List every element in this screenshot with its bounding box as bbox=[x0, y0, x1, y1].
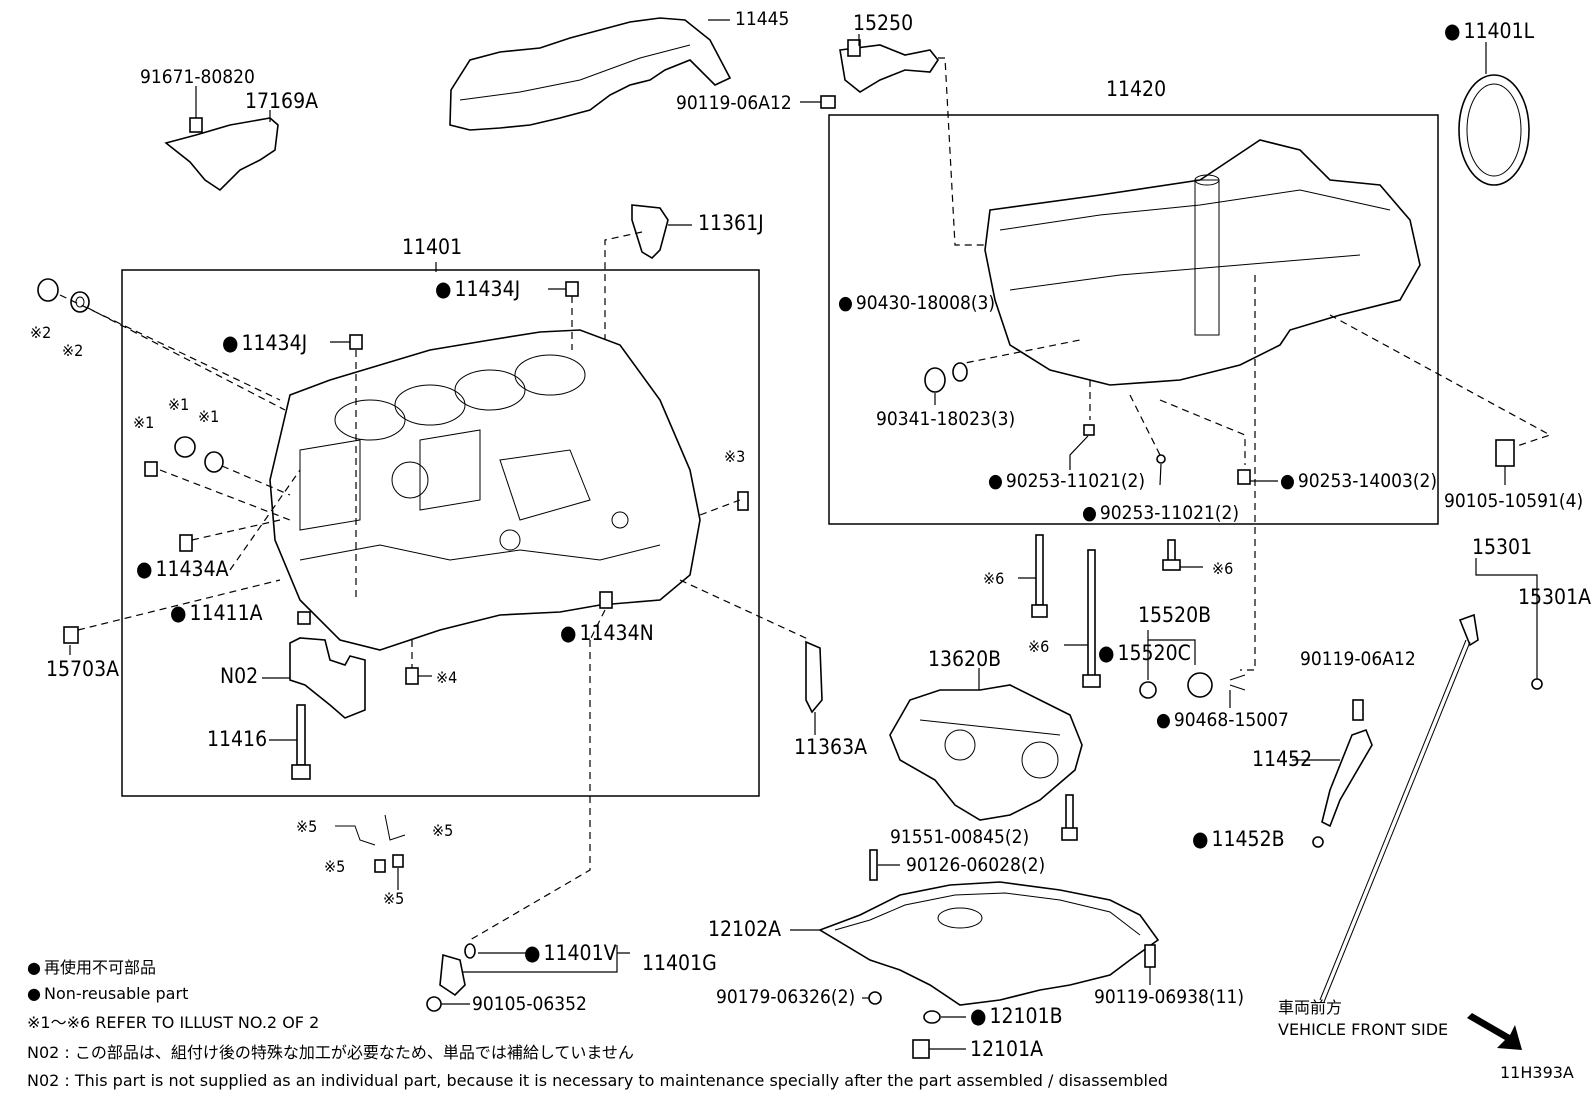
legend-jp: 再使用不可部品 bbox=[27, 958, 156, 978]
label-12101A: 12101A bbox=[970, 1037, 1044, 1061]
label-90253-14003: 90253-14003(2) bbox=[1280, 470, 1437, 492]
front-arrow-icon bbox=[1467, 1013, 1522, 1050]
label-ref-1b: ※1 bbox=[168, 395, 190, 414]
label-11401V: 11401V bbox=[524, 942, 617, 964]
label-ref-3: ※3 bbox=[724, 447, 746, 466]
label-11452B: 11452B bbox=[1192, 828, 1285, 850]
label-ref-6c: ※6 bbox=[1028, 637, 1050, 656]
oil-pump-13620B bbox=[889, 684, 1083, 821]
label-11363A: 11363A bbox=[794, 735, 868, 759]
label-11434J-a: 11434J bbox=[435, 278, 521, 300]
label-11420: 11420 bbox=[1106, 77, 1167, 101]
label-ref-2a: ※2 bbox=[30, 323, 52, 342]
label-15520C: 15520C bbox=[1098, 642, 1191, 664]
gasket-11401G bbox=[439, 953, 466, 997]
legend-refer: ※1〜※6 REFER TO ILLUST NO.2 OF 2 bbox=[27, 1013, 320, 1032]
front-side-jp: 車両前方 bbox=[1278, 998, 1343, 1017]
bracket-17169A bbox=[164, 117, 279, 192]
label-90253-11021-a: 90253-11021(2) bbox=[988, 470, 1145, 492]
label-13620B: 13620B bbox=[928, 647, 1002, 671]
guide-11452 bbox=[1321, 728, 1373, 828]
label-90119-06938: 90119-06938(11) bbox=[1094, 986, 1244, 1008]
label-ref-5b: ※5 bbox=[432, 821, 454, 840]
label-11452: 11452 bbox=[1252, 747, 1313, 771]
label-90105-06352: 90105-06352 bbox=[472, 993, 587, 1015]
label-15703A: 15703A bbox=[46, 657, 120, 681]
label-15301: 15301 bbox=[1472, 535, 1533, 559]
note-n02-jp: N02 : この部品は、組付け後の特殊な加工が必要なため、単品では補給していませ… bbox=[27, 1043, 634, 1062]
block-frame bbox=[121, 269, 760, 797]
label-ref-1a: ※1 bbox=[133, 413, 155, 432]
bearing-cap-N02 bbox=[289, 637, 366, 719]
stiffener-frame bbox=[828, 114, 1439, 525]
label-11401G: 11401G bbox=[642, 951, 717, 975]
label-ref-1c: ※1 bbox=[198, 407, 220, 426]
cylinder-block-11401 bbox=[269, 329, 701, 651]
label-90119-06A12-top: 90119-06A12 bbox=[676, 92, 792, 114]
label-11401L: 11401L bbox=[1444, 20, 1535, 42]
label-11416: 11416 bbox=[207, 727, 268, 751]
label-90253-11021-b: 90253-11021(2) bbox=[1082, 502, 1239, 524]
label-11401: 11401 bbox=[402, 235, 463, 259]
label-15301A: 15301A bbox=[1518, 585, 1592, 609]
label-17169A: 17169A bbox=[245, 89, 319, 113]
label-11411A: 11411A bbox=[170, 602, 263, 624]
label-ref-5c: ※5 bbox=[324, 857, 346, 876]
label-90430-18008: 90430-18008(3) bbox=[838, 292, 995, 314]
label-ref-4: ※4 bbox=[436, 668, 458, 687]
legend-en: Non-reusable part bbox=[27, 984, 188, 1004]
label-90119-06A12-right: 90119-06A12 bbox=[1300, 648, 1416, 670]
oil-seal-11401L bbox=[1458, 74, 1530, 186]
cover-11445 bbox=[449, 17, 732, 131]
diagram-id: 11H393A bbox=[1500, 1063, 1574, 1082]
label-ref-5d: ※5 bbox=[383, 889, 405, 908]
label-91671-80820: 91671-80820 bbox=[140, 66, 255, 88]
label-90179-06326: 90179-06326(2) bbox=[716, 986, 856, 1008]
label-90126-06028: 90126-06028(2) bbox=[906, 854, 1046, 876]
gasket-11361J bbox=[631, 204, 669, 260]
label-91551-00845: 91551-00845(2) bbox=[890, 826, 1030, 848]
valve-15250 bbox=[839, 39, 939, 93]
label-15250: 15250 bbox=[853, 11, 914, 35]
label-ref-6a: ※6 bbox=[983, 569, 1005, 588]
label-12101B: 12101B bbox=[970, 1005, 1063, 1027]
label-11434J-b: 11434J bbox=[222, 332, 308, 354]
label-15520B: 15520B bbox=[1138, 603, 1212, 627]
label-11445: 11445 bbox=[735, 8, 790, 30]
label-90105-10591: 90105-10591(4) bbox=[1444, 490, 1584, 512]
label-ref-2b: ※2 bbox=[62, 341, 84, 360]
label-11434A: 11434A bbox=[136, 558, 229, 580]
note-n02-en: N02 : This part is not supplied as an in… bbox=[27, 1071, 1168, 1090]
label-ref-5a: ※5 bbox=[296, 817, 318, 836]
label-ref-6b: ※6 bbox=[1212, 559, 1234, 578]
pipe-11363A bbox=[805, 640, 823, 714]
oil-pan-12102A bbox=[818, 881, 1160, 1006]
label-90341-18023: 90341-18023(3) bbox=[876, 408, 1016, 430]
label-N02: N02 bbox=[220, 664, 259, 688]
label-11361J: 11361J bbox=[698, 211, 764, 235]
label-12102A: 12102A bbox=[708, 917, 782, 941]
front-side-en: VEHICLE FRONT SIDE bbox=[1278, 1020, 1449, 1039]
label-11434N: 11434N bbox=[560, 622, 654, 644]
label-90468-15007: 90468-15007 bbox=[1156, 709, 1289, 731]
stiffener-11420 bbox=[984, 139, 1421, 386]
